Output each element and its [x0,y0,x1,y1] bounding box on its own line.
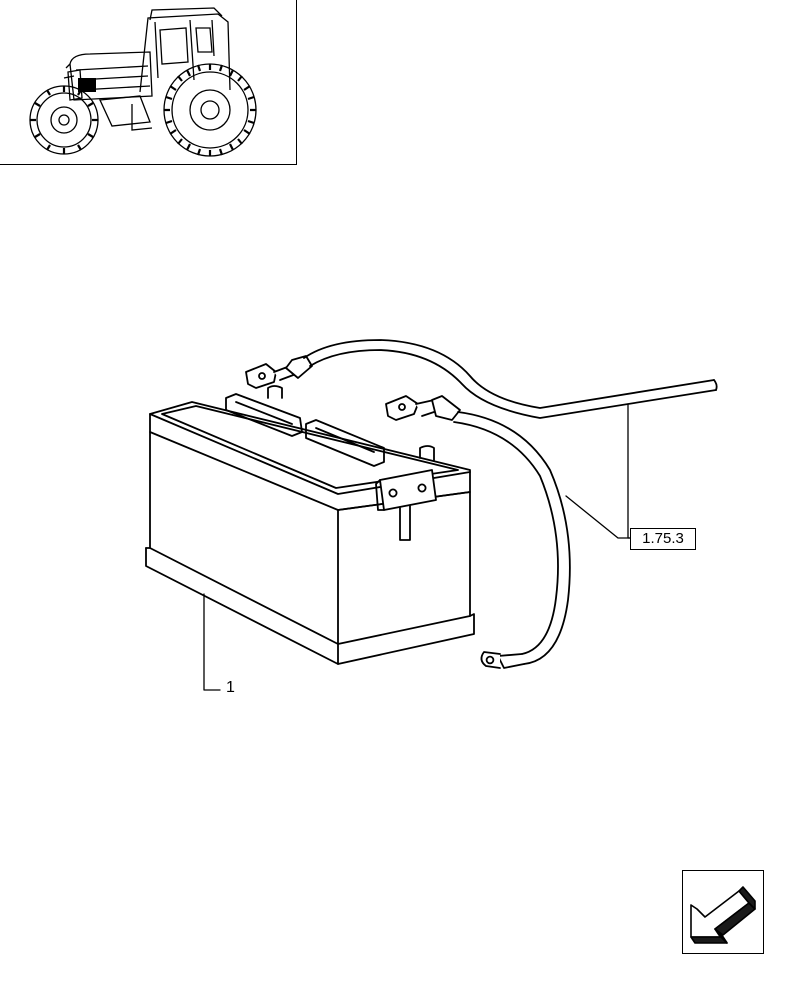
battery-icon [145,385,475,665]
negative-cable [385,395,571,669]
back-navigation-button[interactable] [682,870,764,954]
part-callout-1: 1 [226,679,235,696]
tractor-thumbnail-frame [0,0,297,165]
tractor-thumbnail-icon [29,7,257,157]
reference-label[interactable]: 1.75.3 [630,528,696,550]
positive-cable [245,339,718,419]
back-arrow-icon [690,886,756,944]
